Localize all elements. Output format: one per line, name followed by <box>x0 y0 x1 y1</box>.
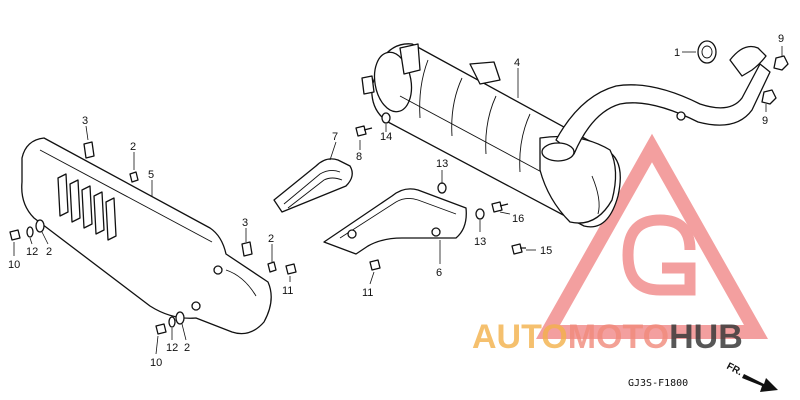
callout-labels: 1 2 2 2 2 3 3 4 5 6 7 8 9 9 10 10 11 11 … <box>8 33 784 369</box>
callout-13: 13 <box>436 158 448 170</box>
callout-15: 15 <box>540 245 552 257</box>
front-direction-indicator: FR. <box>725 361 778 392</box>
watermark-auto: AUTO <box>472 318 568 356</box>
callout-10: 10 <box>150 357 162 369</box>
exhaust-pipe <box>541 45 771 162</box>
rubber-pad-part <box>83 141 253 257</box>
leader-lines <box>13 46 783 355</box>
callout-2: 2 <box>130 141 136 153</box>
watermark-moto: MOTO <box>568 318 669 356</box>
watermark-logo-triangle <box>536 133 768 339</box>
front-label: FR. <box>725 361 745 378</box>
protector-plate <box>273 158 353 213</box>
callout-9: 9 <box>778 33 784 45</box>
watermark-logo-text: AUTOMOTOHUB <box>472 318 743 356</box>
callout-5: 5 <box>148 169 154 181</box>
callout-11: 11 <box>362 287 373 299</box>
diagram-code: GJ3S-F1800 <box>628 378 688 389</box>
gasket-part <box>697 40 717 64</box>
heat-guard-cover <box>21 137 272 335</box>
callout-7: 7 <box>332 131 338 143</box>
nut-part <box>761 55 789 105</box>
callout-2: 2 <box>268 233 274 245</box>
callout-1: 1 <box>674 47 680 59</box>
callout-4: 4 <box>514 57 520 69</box>
callout-11: 11 <box>282 285 293 297</box>
callout-14: 14 <box>380 131 392 143</box>
callout-16: 16 <box>512 213 524 225</box>
svg-text:AUTOMOTOHUB: AUTOMOTOHUB <box>472 318 743 356</box>
callout-3: 3 <box>82 115 88 127</box>
front-arrow-icon <box>742 374 778 392</box>
callout-9: 9 <box>762 115 768 127</box>
fasteners <box>9 112 526 335</box>
watermark-hub: HUB <box>669 318 743 356</box>
callout-6: 6 <box>436 267 442 279</box>
protector-bracket <box>323 188 467 255</box>
callout-2: 2 <box>184 342 190 354</box>
callout-12: 12 <box>26 246 38 258</box>
callout-10: 10 <box>8 259 20 271</box>
callout-12: 12 <box>166 342 178 354</box>
callout-13: 13 <box>474 236 486 248</box>
callout-3: 3 <box>242 217 248 229</box>
callout-8: 8 <box>356 151 362 163</box>
callout-2: 2 <box>46 246 52 258</box>
